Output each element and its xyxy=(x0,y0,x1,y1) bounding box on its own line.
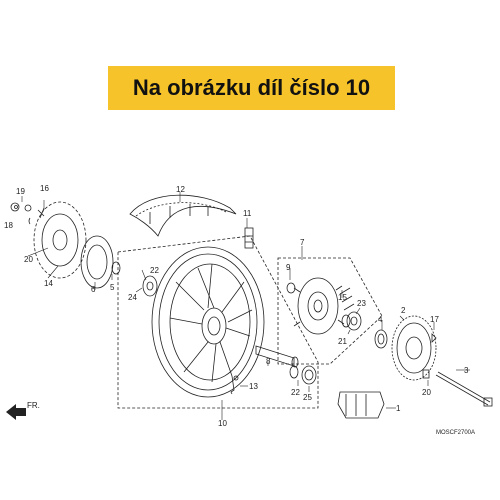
final-driven-flange-group xyxy=(277,257,383,365)
axle-collar-20 xyxy=(422,369,430,379)
part-number-banner: Na obrázku díl číslo 10 xyxy=(108,66,395,110)
callout-21: 21 xyxy=(338,337,347,346)
callout-20-left: 20 xyxy=(24,255,33,264)
callout-22-lower: 22 xyxy=(291,388,300,397)
callout-17: 17 xyxy=(430,315,439,324)
callout-20-right: 20 xyxy=(422,388,431,397)
oil-seal-4 xyxy=(374,329,388,349)
callout-8: 8 xyxy=(266,357,271,366)
callout-11: 11 xyxy=(243,209,252,218)
callout-15: 15 xyxy=(338,293,347,302)
callout-10: 10 xyxy=(218,419,227,428)
rear-axle xyxy=(435,371,493,407)
brake-disc xyxy=(33,201,87,279)
callout-22-upper: 22 xyxy=(150,266,159,275)
callout-12: 12 xyxy=(176,185,185,194)
callout-4: 4 xyxy=(378,315,383,324)
wheel-rim xyxy=(151,246,265,398)
callout-5: 5 xyxy=(110,283,115,292)
damper-rubber xyxy=(337,391,385,419)
callout-14: 14 xyxy=(44,279,53,288)
leader-lines xyxy=(21,192,470,420)
wheel-group-outline xyxy=(117,235,319,409)
damper-plate xyxy=(80,235,114,289)
driven-sprocket xyxy=(391,315,437,381)
callout-13: 13 xyxy=(249,382,258,391)
wheel-bearing-left xyxy=(142,275,158,297)
balance-weight xyxy=(244,227,254,249)
sprocket-nut xyxy=(431,333,437,343)
hub-spacer xyxy=(111,261,121,275)
callout-25: 25 xyxy=(303,393,312,402)
callout-3: 3 xyxy=(464,366,469,375)
callout-2: 2 xyxy=(401,306,406,315)
disc-bolts xyxy=(10,202,45,225)
bearing-22-lower xyxy=(289,365,299,379)
callout-24: 24 xyxy=(128,293,137,302)
front-direction-arrow: FR. xyxy=(6,401,40,420)
direction-label: FR. xyxy=(27,401,40,410)
diagram-code: MOSCF2700A xyxy=(436,430,475,436)
callout-16: 16 xyxy=(40,184,49,193)
callout-23: 23 xyxy=(357,299,366,308)
bearing-25 xyxy=(301,365,317,385)
callout-1: 1 xyxy=(396,404,401,413)
valve-stem xyxy=(230,375,239,395)
tire xyxy=(129,194,237,237)
banner-text: Na obrázku díl číslo 10 xyxy=(132,75,371,100)
callout-9: 9 xyxy=(286,263,291,272)
callout-18: 18 xyxy=(4,221,13,230)
callout-19: 19 xyxy=(16,187,25,196)
callout-7: 7 xyxy=(300,238,305,247)
callout-6: 6 xyxy=(91,285,96,294)
